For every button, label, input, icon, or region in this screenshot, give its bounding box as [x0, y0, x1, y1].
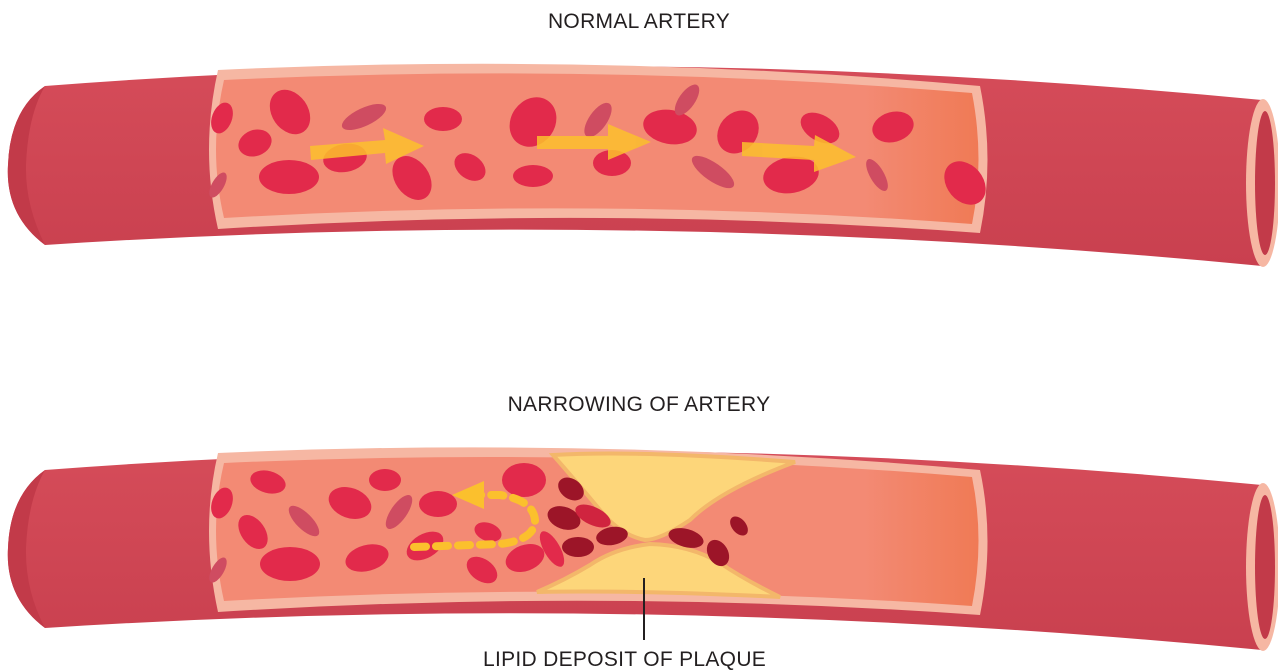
narrowed-artery	[8, 447, 1278, 651]
blood-cell	[419, 491, 457, 517]
blood-cell	[260, 547, 320, 581]
artery-opening-inner	[1255, 495, 1275, 639]
blood-cell	[562, 537, 594, 557]
blood-cell	[513, 165, 553, 187]
normal-artery	[8, 64, 1278, 267]
blood-cell	[424, 107, 462, 131]
blood-cell	[502, 463, 546, 497]
artery-opening-inner	[1255, 111, 1275, 255]
blood-cell	[259, 160, 319, 194]
blood-cell	[369, 469, 401, 491]
